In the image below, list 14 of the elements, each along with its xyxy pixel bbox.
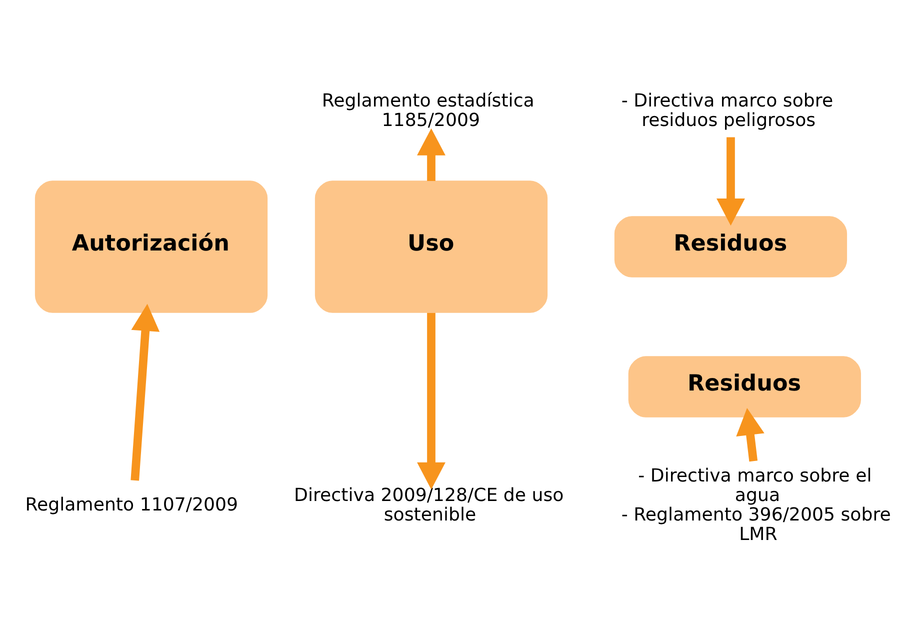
node-box: Residuos <box>614 216 848 277</box>
node-text: Directiva 2009/128/CE de uso sostenible <box>294 484 564 525</box>
arrow <box>417 312 446 489</box>
arrow <box>736 407 764 462</box>
node-text: Reglamento estadística 1185/2009 <box>322 90 534 131</box>
node-text: - Directiva marco sobre residuos peligrosos <box>621 90 834 131</box>
node-box: Autorización <box>34 180 268 312</box>
node-text: - Directiva marco sobre el agua - Reglamento 396/2005 sobre LMR <box>621 464 891 544</box>
node-text: Reglamento 1107/2009 <box>25 494 238 516</box>
arrow <box>417 128 446 180</box>
arrow <box>716 136 745 226</box>
node-box: Residuos <box>628 356 861 417</box>
node-box: Uso <box>314 180 548 312</box>
arrow <box>130 303 160 480</box>
